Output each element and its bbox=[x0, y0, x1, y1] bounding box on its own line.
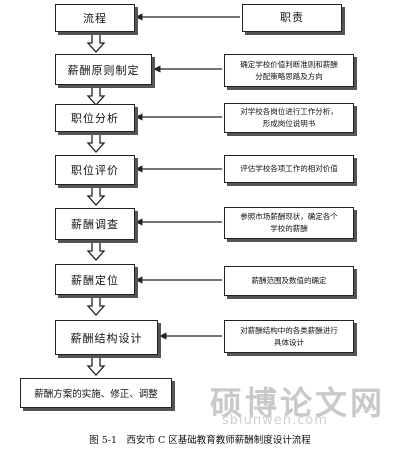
duty-evaluation-label: 评估学校各项工作的相对价值 bbox=[240, 164, 338, 173]
structure-label: 薪酬结构设计 bbox=[70, 331, 143, 345]
watermark-url: sblunwen.com bbox=[222, 413, 328, 428]
duty-structure-label: 对薪酬结构中的各类薪酬进行 具体设计 bbox=[240, 325, 338, 347]
analysis-box: 职位分析 bbox=[55, 104, 135, 132]
duty-analysis-label: 对学校各岗位进行工作分析， 形成岗位说明书 bbox=[240, 107, 338, 128]
process-header-label: 流程 bbox=[83, 12, 107, 25]
down-arrow-1 bbox=[86, 32, 106, 53]
duty-principle-box: 确定学校价值判断准则和薪酬 分配策略思路及方向 bbox=[224, 54, 354, 87]
analysis-label: 职位分析 bbox=[71, 112, 119, 125]
positioning-label: 薪酬定位 bbox=[71, 273, 119, 287]
implementation-box: 薪酬方案的实施、修正、调整 bbox=[20, 378, 172, 408]
duty-header-box: 职责 bbox=[242, 4, 342, 32]
duty-evaluation-box: 评估学校各项工作的相对价值 bbox=[224, 155, 354, 183]
duty-survey-box: 参照市场薪酬现状，确定各个 学校的薪酬 bbox=[224, 207, 354, 239]
survey-box: 薪酬调查 bbox=[55, 208, 135, 240]
duty-positioning-box: 薪酬范围及数值的确定 bbox=[224, 266, 354, 296]
evaluation-label: 职位评价 bbox=[71, 164, 119, 177]
structure-box: 薪酬结构设计 bbox=[55, 320, 158, 355]
figure-caption: 图 5-1 西安市 C 区基础教育教师薪酬制度设计流程 bbox=[89, 435, 311, 446]
down-arrow-6 bbox=[86, 295, 106, 316]
principle-box: 薪酬原则制定 bbox=[55, 54, 152, 85]
watermark-text: 硕博论文网 bbox=[210, 384, 386, 422]
duty-positioning-label: 薪酬范围及数值的确定 bbox=[251, 276, 327, 285]
positioning-box: 薪酬定位 bbox=[55, 264, 135, 295]
evaluation-box: 职位评价 bbox=[55, 155, 135, 185]
duty-principle-label: 确定学校价值判断准则和薪酬 分配策略思路及方向 bbox=[240, 59, 338, 81]
down-arrow-7 bbox=[86, 355, 106, 376]
survey-label: 薪酬调查 bbox=[71, 218, 119, 231]
duty-survey-label: 参照市场薪酬现状，确定各个 学校的薪酬 bbox=[240, 212, 338, 233]
down-arrow-5 bbox=[86, 240, 106, 261]
implementation-label: 薪酬方案的实施、修正、调整 bbox=[34, 389, 158, 400]
process-header-box: 流程 bbox=[55, 4, 135, 32]
duty-structure-box: 对薪酬结构中的各类薪酬进行 具体设计 bbox=[224, 320, 354, 353]
duty-analysis-box: 对学校各岗位进行工作分析， 形成岗位说明书 bbox=[224, 103, 354, 133]
down-arrow-2 bbox=[86, 85, 106, 106]
down-arrow-3 bbox=[86, 132, 106, 153]
down-arrow-4 bbox=[86, 185, 106, 206]
principle-label: 薪酬原则制定 bbox=[67, 63, 140, 77]
duty-header-label: 职责 bbox=[280, 11, 304, 24]
